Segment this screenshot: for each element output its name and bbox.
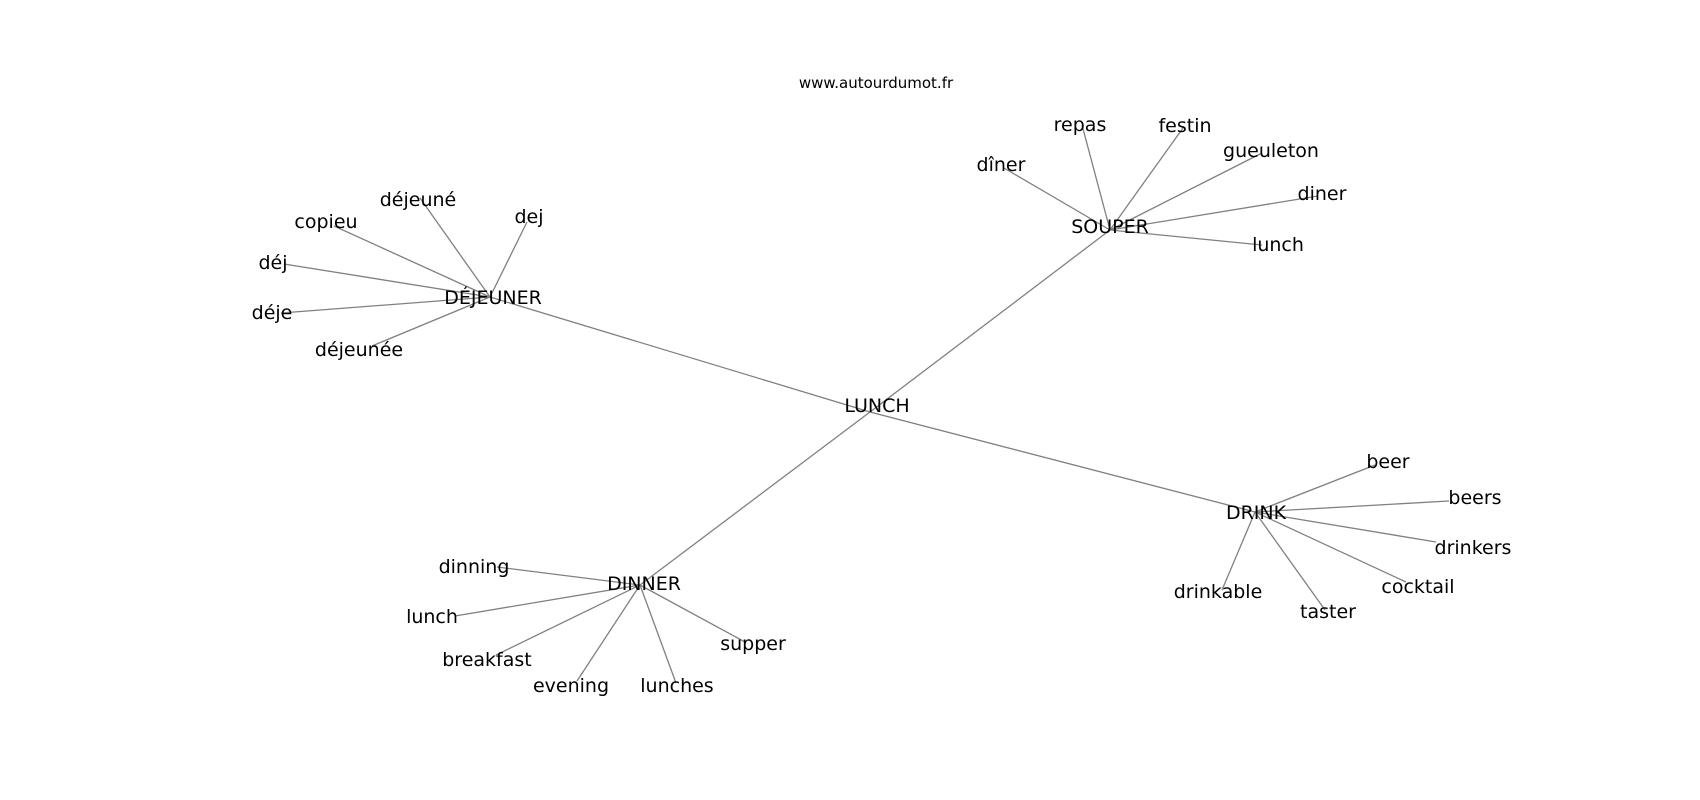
source-label: www.autourdumot.fr: [799, 74, 954, 92]
edge-souper-lunch_souper: [1109, 229, 1263, 246]
edge-drink-beers: [1254, 500, 1450, 513]
edge-souper-diner_circ: [1003, 167, 1111, 231]
edge-drink-drinkers: [1254, 511, 1437, 543]
node-drink: DRINK: [1226, 502, 1287, 524]
edge-dejeuner-deje: [280, 296, 491, 314]
edge-drink-cocktail: [1254, 511, 1407, 583]
node-dej: dej: [514, 206, 543, 228]
node-dinner: DINNER: [607, 573, 681, 595]
node-dejeunee: déjeunée: [315, 339, 403, 361]
edge-center-dinner: [639, 411, 871, 586]
node-diner: diner: [1298, 183, 1347, 205]
node-deje: déje: [252, 302, 293, 324]
node-diner_circ: dîner: [977, 154, 1026, 176]
edge-souper-festin: [1109, 127, 1184, 231]
node-dinning: dinning: [439, 556, 510, 578]
node-labels: LUNCH DÉJEUNER déjeuné copieu dej déj déje déje…: [252, 114, 1512, 697]
node-gueuleton: gueuleton: [1223, 140, 1319, 162]
node-drinkable: drinkable: [1174, 581, 1263, 603]
edge-dinner-breakfast: [495, 584, 641, 656]
node-taster: taster: [1300, 601, 1356, 623]
edge-drink-drinkable: [1221, 511, 1256, 591]
node-souper: SOUPER: [1071, 216, 1149, 238]
edge-dinner-dinning: [496, 566, 641, 586]
edge-drink-taster: [1254, 511, 1326, 611]
node-dejeune: déjeuné: [380, 189, 457, 211]
node-festin: festin: [1158, 115, 1211, 137]
edge-center-drink: [869, 411, 1256, 513]
node-lunch_souper: lunch: [1252, 234, 1304, 256]
edge-dejeuner-dej_accent: [283, 263, 491, 298]
edge-souper-repas: [1081, 124, 1111, 231]
node-lunches: lunches: [640, 675, 713, 697]
node-supper: supper: [720, 633, 786, 655]
node-copieu: copieu: [294, 211, 357, 233]
node-dej_accent: déj: [258, 252, 287, 274]
edge-dinner-lunches: [639, 584, 677, 684]
edge-dinner-supper: [639, 584, 746, 643]
edge-dejeuner-copieu: [333, 225, 491, 298]
node-lunch_dinner: lunch: [406, 606, 458, 628]
edge-dejeuner-dej: [489, 221, 528, 298]
edge-dinner-lunch_dinner: [454, 584, 641, 617]
node-evening: evening: [533, 675, 609, 697]
edges: [280, 124, 1450, 684]
node-cocktail: cocktail: [1381, 576, 1454, 598]
edge-center-dejeuner: [489, 296, 871, 413]
node-center: LUNCH: [844, 395, 909, 417]
edge-souper-gueuleton: [1109, 152, 1263, 231]
edge-dejeuner-dejeunee: [371, 296, 491, 347]
node-beer: beer: [1366, 451, 1409, 473]
edge-dinner-evening: [576, 584, 641, 682]
node-breakfast: breakfast: [442, 649, 531, 671]
node-beers: beers: [1448, 487, 1501, 509]
node-repas: repas: [1054, 114, 1107, 136]
edge-drink-beer: [1254, 464, 1376, 513]
edge-dejeuner-dejeune: [419, 197, 491, 298]
node-drinkers: drinkers: [1435, 537, 1512, 559]
node-dejeuner: DÉJEUNER: [444, 286, 542, 309]
edge-souper-diner: [1109, 195, 1319, 231]
edge-center-souper: [869, 229, 1111, 413]
